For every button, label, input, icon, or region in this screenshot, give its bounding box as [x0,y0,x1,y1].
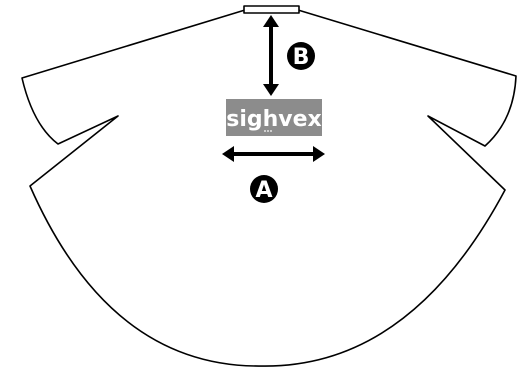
logo: sighvex [226,99,322,136]
badge-b: B [287,42,315,70]
logo-text: sighvex [226,107,322,132]
dimension-b-arrow [263,15,279,96]
badge-b-label: B [293,45,310,70]
collar-tab [243,5,300,14]
dimension-a-arrow [222,146,325,162]
badge-a-label: A [255,178,272,203]
badge-a: A [250,175,278,203]
